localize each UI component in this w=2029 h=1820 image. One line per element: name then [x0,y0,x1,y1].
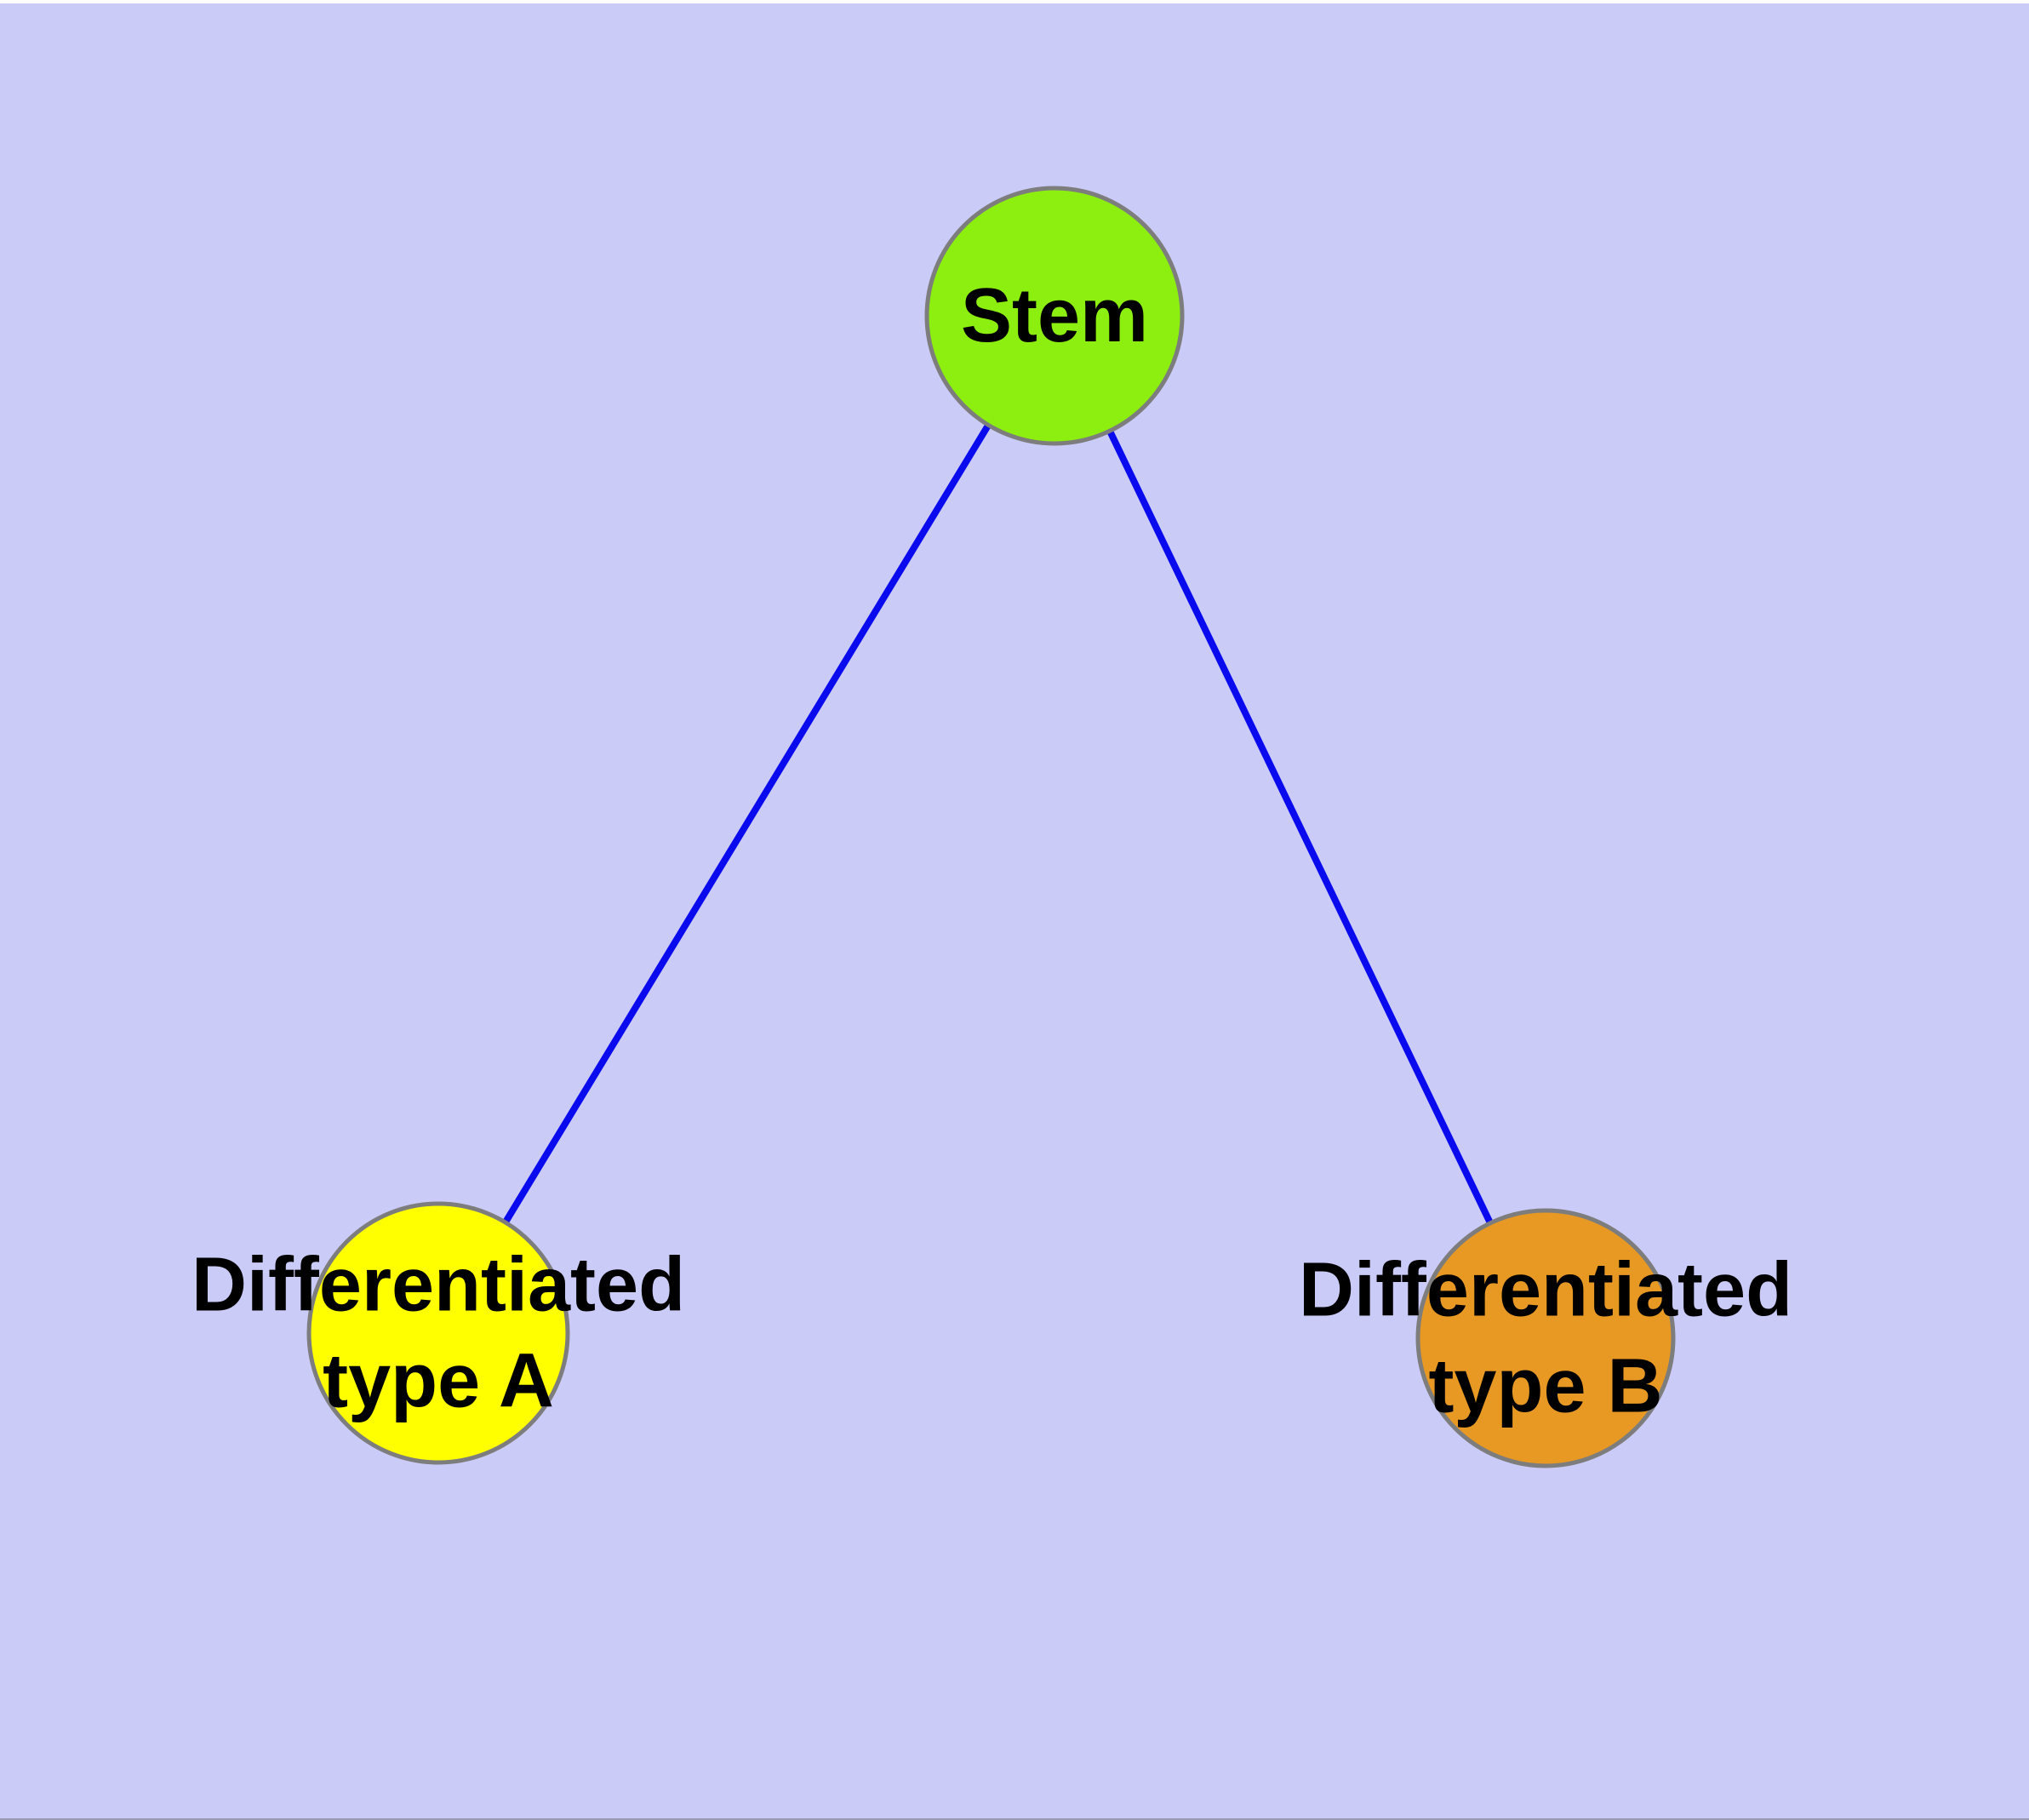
edge-stem-to-type-a [435,313,1058,1336]
node-label-type-b: Differentiated type B [1298,1247,1793,1429]
top-margin-strip [0,0,2029,3]
edge-stem-to-type-b [1051,314,1549,1340]
bottom-border-line [0,1818,2029,1820]
node-label-type-a: Differentiated type A [191,1242,686,1424]
node-stem [924,186,1185,446]
node-label-stem: Stem [960,272,1149,358]
node-type-b [1415,1208,1676,1468]
node-type-a [306,1201,570,1465]
